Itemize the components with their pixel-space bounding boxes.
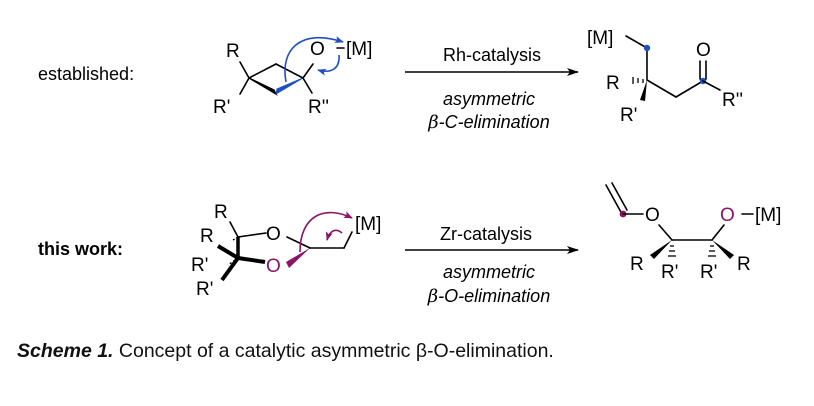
reaction-scheme: established: R R' R'' O [M]: [38, 28, 781, 307]
bond-R-dprime: [302, 77, 313, 94]
bond: [286, 236, 311, 249]
substituent-R: R: [737, 254, 751, 275]
bold-bond: [216, 244, 240, 260]
curved-arrow-icon: [325, 229, 343, 241]
caption-label: Scheme 1.: [17, 340, 114, 362]
catalyst-label: Zr-catalysis: [440, 224, 532, 244]
bond-R-prime: [239, 77, 250, 95]
bond-chain: [675, 80, 704, 98]
ring-oxygen: O: [266, 224, 281, 245]
bond-M-C: [625, 35, 648, 49]
vinyl-bond: [605, 184, 623, 215]
carbonyl-oxygen: O: [696, 40, 711, 61]
caption-text: Concept of a catalytic asymmetric β-O-el…: [113, 340, 554, 362]
metal-group: [M]: [346, 39, 372, 60]
substituent-R: R: [630, 254, 644, 275]
scheme-caption: Scheme 1. Concept of a catalytic asymmet…: [17, 340, 554, 363]
ring-bond: [248, 63, 277, 79]
substituent-R-prime: R': [196, 279, 213, 300]
curved-arrow-icon: [317, 54, 340, 76]
conditions-line1: asymmetric: [443, 89, 535, 109]
bond: [229, 221, 239, 238]
substituent-R: R: [214, 202, 228, 223]
bond: [711, 224, 725, 241]
metal-group: [M]: [355, 214, 381, 235]
wedge-bond: [712, 240, 734, 259]
bold-bond: [220, 256, 240, 282]
bond: [658, 224, 673, 241]
row-established: established: R R' R'' O [M]: [38, 28, 743, 133]
bond-O: [302, 63, 314, 79]
catalyst-label: Rh-catalysis: [443, 45, 541, 65]
ring-bond: [275, 63, 304, 79]
bond: [237, 232, 267, 238]
substituent-R-prime: R': [213, 97, 230, 118]
conditions-line2: β-C-elimination: [427, 112, 549, 133]
highlight-dot: [643, 44, 651, 52]
curved-arrow-icon: [299, 211, 353, 253]
wedge-bond-highlight: [286, 248, 310, 268]
reaction-arrow-zr: Zr-catalysis asymmetric β-O-elimination: [405, 224, 579, 307]
substituent-R-prime: R': [700, 262, 717, 283]
metal-oxygen-highlight: O: [720, 205, 735, 226]
substituent-R: R: [606, 73, 620, 94]
wedge-bond: [248, 77, 278, 96]
conditions-line2: β-O-elimination: [427, 286, 550, 307]
ketone-product: [M] R R' O R'': [587, 28, 743, 126]
substituent-R-dprime: R'': [722, 90, 743, 111]
substituent-R-prime: R': [620, 105, 637, 126]
bond: [343, 231, 353, 249]
substituent-R-dprime: R'': [308, 97, 329, 118]
metal-group: [M]: [755, 205, 781, 226]
bond-chain: [646, 79, 677, 98]
dioxolane-reactant: R R R' R' O O [M]: [191, 202, 381, 300]
wedge-bond-highlight: [275, 77, 304, 96]
wedge-bond: [650, 240, 672, 259]
metal-group: [M]: [587, 28, 613, 49]
row-label-established: established:: [38, 64, 134, 84]
curved-arrow-icon: [284, 36, 344, 83]
bond-R-dprime: [702, 80, 721, 91]
substituent-R: R: [200, 226, 214, 247]
row-this-work: this work: R R R' R' O O [M]: [38, 182, 781, 307]
reaction-arrow-rh: Rh-catalysis asymmetric β-C-elimination: [405, 45, 579, 133]
ring-oxygen-highlight: O: [266, 256, 281, 277]
substituent-R: R: [226, 41, 240, 62]
cyclobutanol-reactant: R R' R'' O [M]: [213, 36, 372, 118]
vinyl-bond: [611, 182, 628, 211]
substituent-R-prime: R': [191, 255, 208, 276]
conditions-line1: asymmetric: [443, 262, 535, 282]
atom-oxygen: O: [310, 39, 325, 60]
bond-R: [239, 61, 250, 79]
substituent-R-prime: R': [661, 262, 678, 283]
wedge-bond: [640, 80, 647, 101]
row-label-this-work: this work:: [38, 239, 123, 259]
vinyl-oxygen: O: [645, 205, 660, 226]
bold-bond: [237, 256, 266, 264]
vinyl-ether-product: O O [M] R R R' R': [605, 182, 781, 283]
